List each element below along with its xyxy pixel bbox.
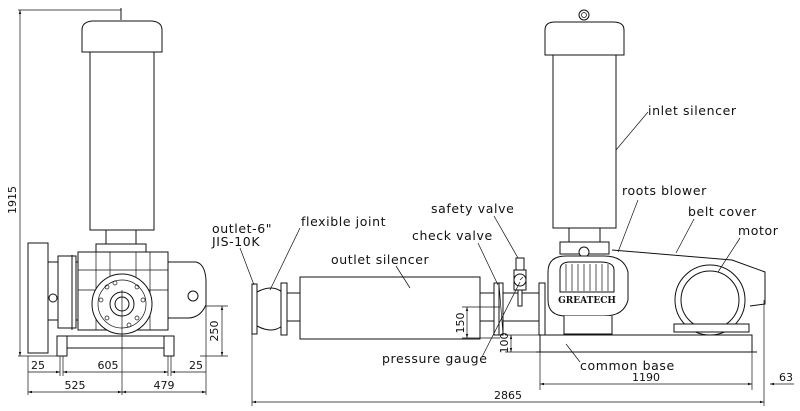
side-inlet-silencer <box>544 9 625 243</box>
motor <box>673 264 750 336</box>
label-check-valve: check valve <box>412 228 493 243</box>
blower-fins <box>565 264 609 291</box>
outlet-silencer <box>299 276 481 340</box>
dim-motor-overhang: 63 <box>779 371 793 384</box>
front-inlet-silencer <box>81 8 163 245</box>
side-view: GREATECH <box>251 9 766 353</box>
label-common-base: common base <box>580 358 675 373</box>
callouts: outlet-6" JIS-10K flexible joint outlet … <box>211 103 779 373</box>
dim-front-left-width: 525 <box>65 379 86 392</box>
outlet-flange <box>251 283 258 335</box>
brand-label: GREATECH <box>558 296 616 306</box>
label-inlet-silencer: inlet silencer <box>648 103 737 118</box>
label-outlet-standard: JIS-10K <box>211 234 260 249</box>
roots-blower: GREATECH <box>547 241 629 335</box>
common-base <box>539 334 753 353</box>
dim-front-right-edge: 25 <box>189 359 203 372</box>
check-valve <box>493 282 500 336</box>
dim-base-length: 1190 <box>632 371 660 384</box>
label-roots-blower: roots blower <box>622 183 707 198</box>
dim-front-right-width: 479 <box>154 379 175 392</box>
front-view: 1915 25 605 25 525 479 250 <box>6 8 228 395</box>
safety-valve <box>515 257 525 271</box>
front-dimensions: 1915 25 605 25 525 479 250 <box>6 9 228 395</box>
label-flexible-joint: flexible joint <box>301 214 386 229</box>
side-dimensions: 150 100 1190 63 2865 <box>251 300 794 406</box>
dim-front-left-edge: 25 <box>31 359 45 372</box>
dim-pipe-height: 150 <box>454 313 467 334</box>
label-motor: motor <box>738 223 779 238</box>
dim-front-foot-span: 605 <box>98 359 119 372</box>
dim-overall-height: 1915 <box>6 186 19 214</box>
dim-base-height: 100 <box>498 333 511 354</box>
label-pressure-gauge: pressure gauge <box>382 351 488 366</box>
label-belt-cover: belt cover <box>688 204 757 219</box>
belt-cover <box>611 249 766 307</box>
flexible-joint <box>256 287 283 331</box>
flange-bolt-holes <box>98 280 146 328</box>
dim-overall-length: 2865 <box>494 389 522 402</box>
label-outlet: outlet-6" <box>212 221 272 236</box>
front-blower <box>27 242 207 357</box>
label-outlet-silencer: outlet silencer <box>331 252 430 267</box>
dim-outlet-center-height: 250 <box>208 321 221 342</box>
label-safety-valve: safety valve <box>431 201 514 216</box>
